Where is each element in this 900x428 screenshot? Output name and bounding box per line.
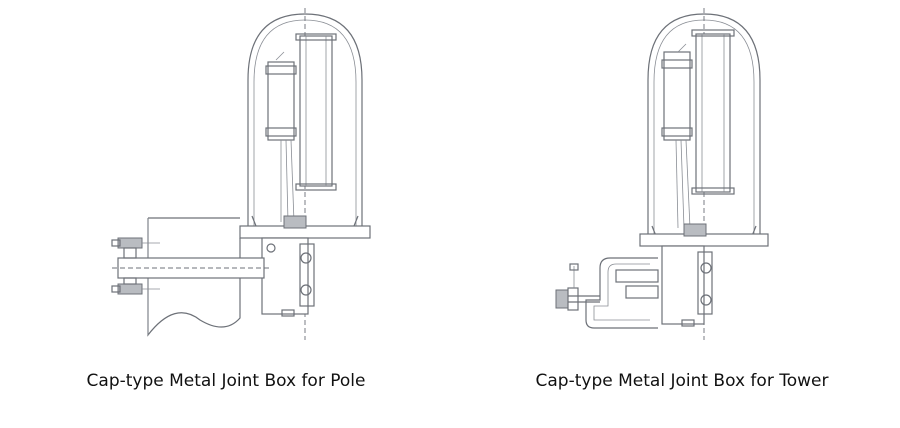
clamp-bolt-top bbox=[117, 237, 143, 249]
splice-tray bbox=[299, 35, 333, 187]
tray-bottom-bar bbox=[295, 183, 337, 191]
mounting-bracket bbox=[261, 237, 309, 315]
pole-section bbox=[147, 217, 241, 337]
dome-cover-outer bbox=[647, 13, 761, 240]
cable-holder bbox=[663, 51, 691, 141]
bolt-upper bbox=[700, 262, 712, 274]
tower-joint-box-drawing bbox=[555, 8, 769, 340]
screw-head bbox=[555, 289, 569, 309]
bolt-upper bbox=[300, 252, 312, 264]
pole-joint-box-drawing bbox=[111, 8, 371, 340]
clamp-plate bbox=[615, 269, 659, 283]
tray-bottom-bar bbox=[691, 187, 735, 195]
caption-pole: Cap-type Metal Joint Box for Pole bbox=[86, 371, 366, 391]
caption-tower: Cap-type Metal Joint Box for Tower bbox=[535, 371, 829, 391]
clamp-bolt-bottom bbox=[117, 283, 143, 295]
bolt-lower bbox=[300, 284, 312, 296]
figure-pole: Cap-type Metal Joint Box for Pole bbox=[86, 8, 371, 391]
figure-tower: Cap-type Metal Joint Box for Tower bbox=[450, 0, 900, 428]
tower-clamp bbox=[585, 257, 658, 329]
cable-gland bbox=[683, 223, 707, 237]
dome-cover-outer bbox=[247, 13, 363, 232]
tray-top-bar bbox=[691, 29, 735, 37]
splice-tray bbox=[695, 33, 731, 193]
bolt-lower bbox=[700, 294, 712, 306]
mounting-bracket bbox=[661, 245, 705, 325]
cable-gland bbox=[283, 215, 307, 229]
tray-top-bar bbox=[295, 33, 337, 41]
